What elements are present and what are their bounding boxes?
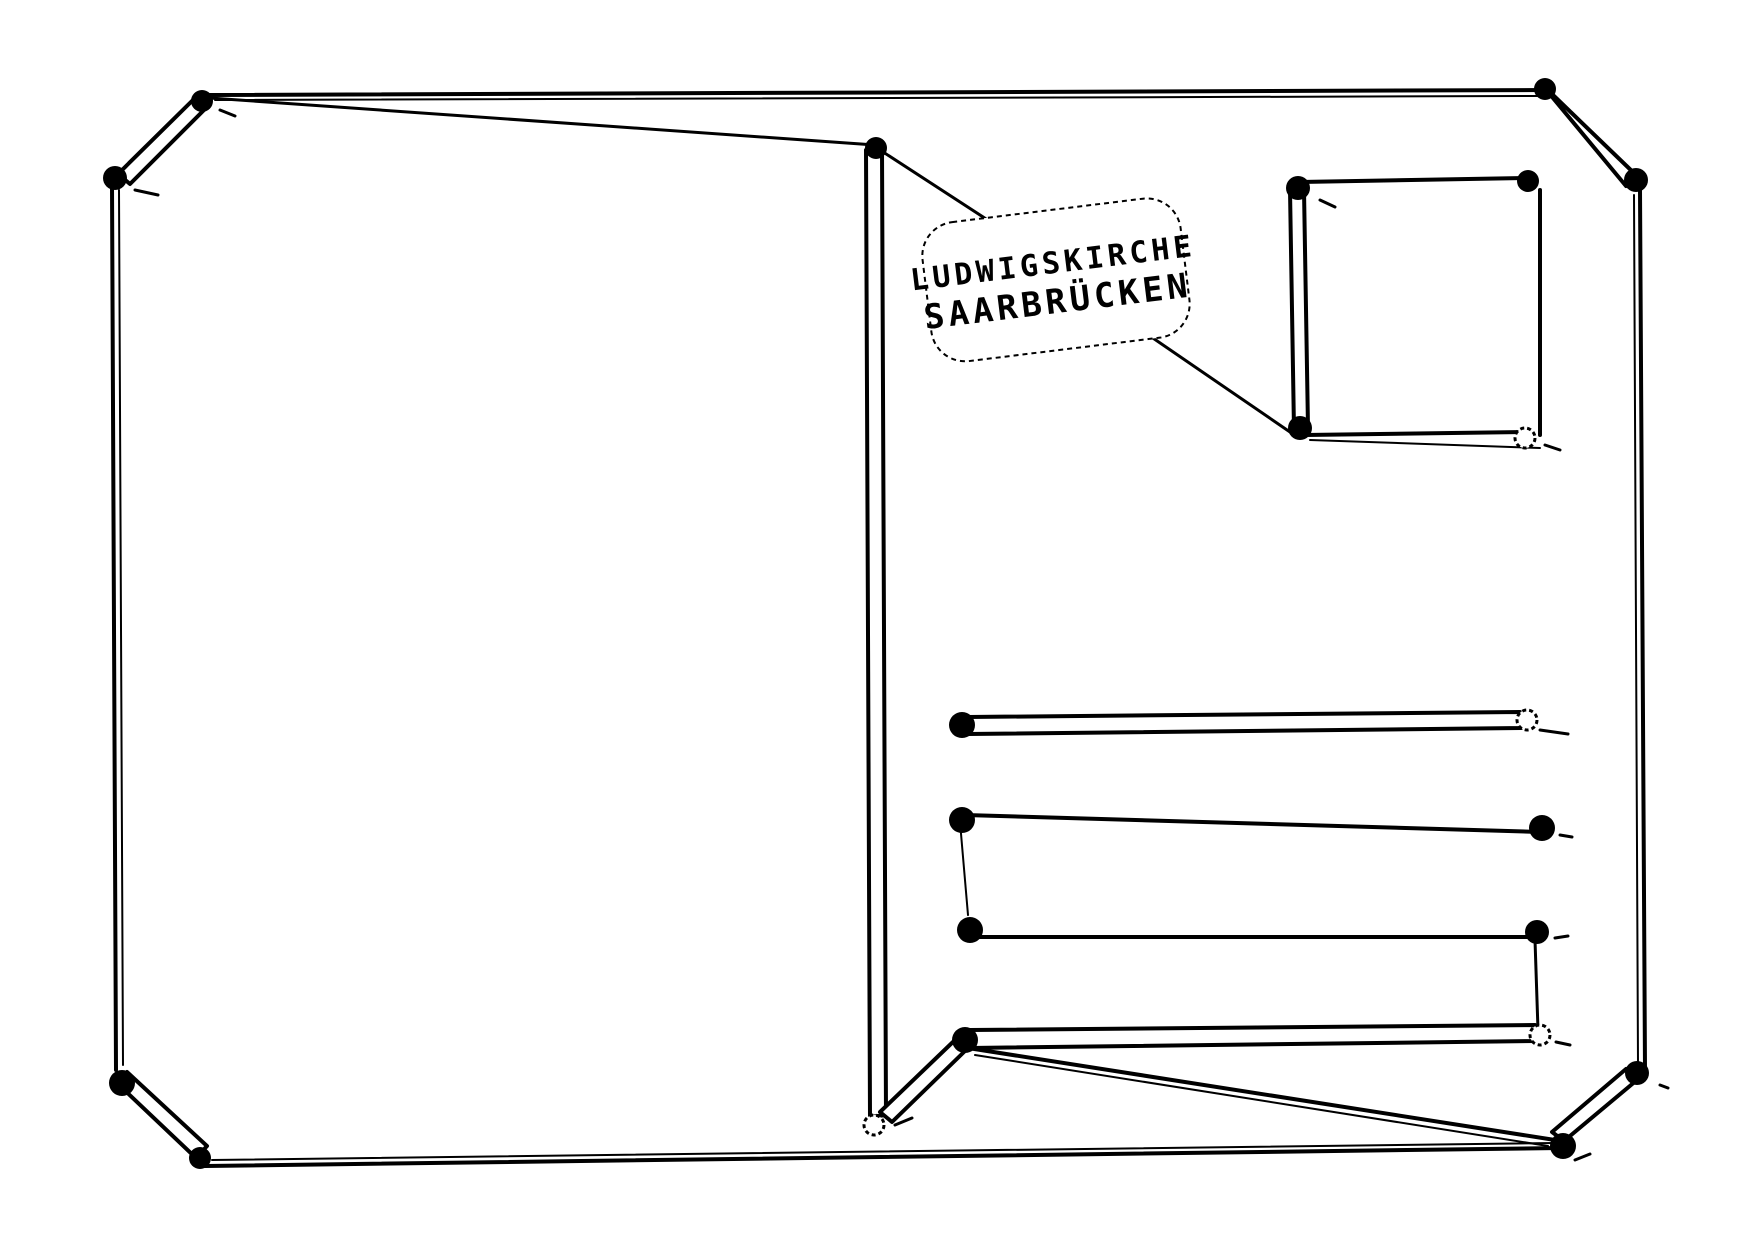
address-lines	[949, 708, 1574, 1053]
center-divider	[208, 96, 1557, 1147]
outer-frame	[103, 78, 1670, 1169]
stamp-box	[1286, 170, 1562, 452]
ludwigskirche-stamp: LUDWIGSKIRCHE SAARBRÜCKEN	[909, 197, 1197, 363]
